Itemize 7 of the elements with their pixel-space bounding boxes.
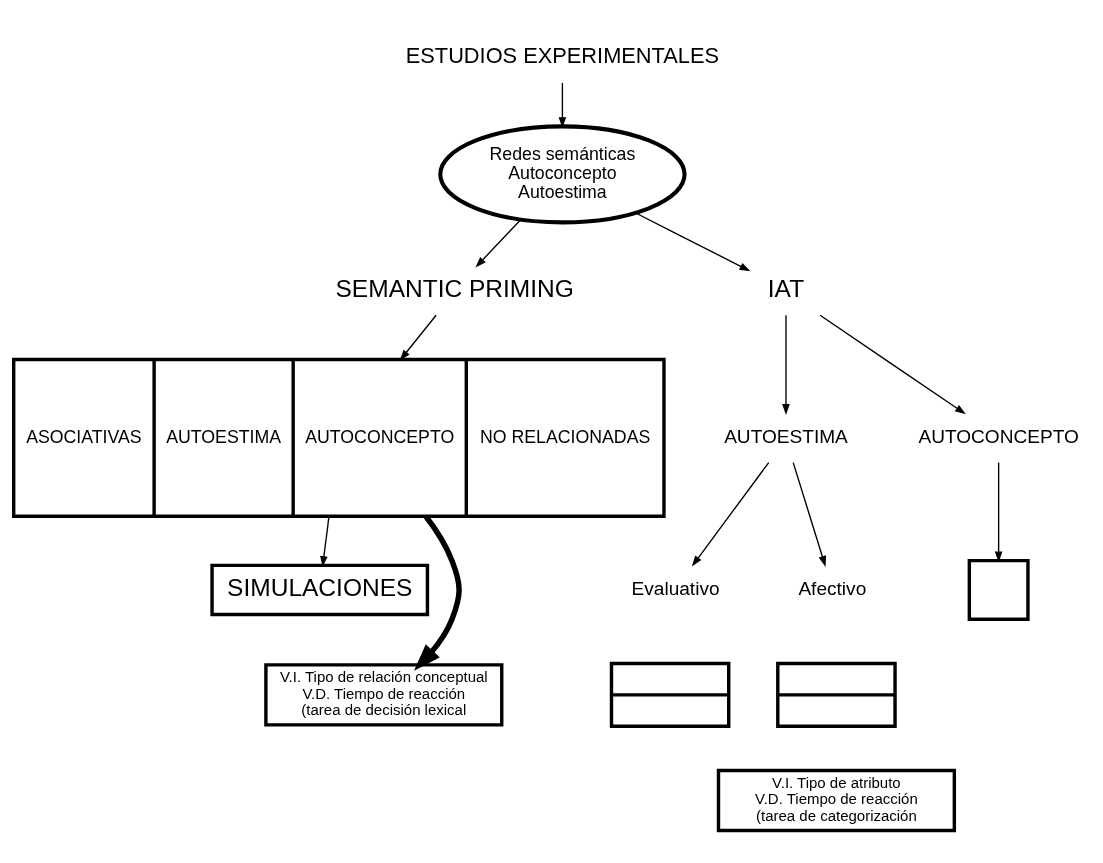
node-text: Afectivo — [798, 577, 867, 599]
node-text: SEMANTIC PRIMING — [335, 274, 574, 302]
node-text: Evaluativo — [631, 577, 720, 599]
node-text: AUTOESTIMA — [724, 425, 848, 447]
node-text: ESTUDIOS EXPERIMENTALES — [405, 42, 720, 68]
node-text: AUTOCONCEPTO — [918, 425, 1079, 447]
node-text: IAT — [767, 274, 805, 302]
